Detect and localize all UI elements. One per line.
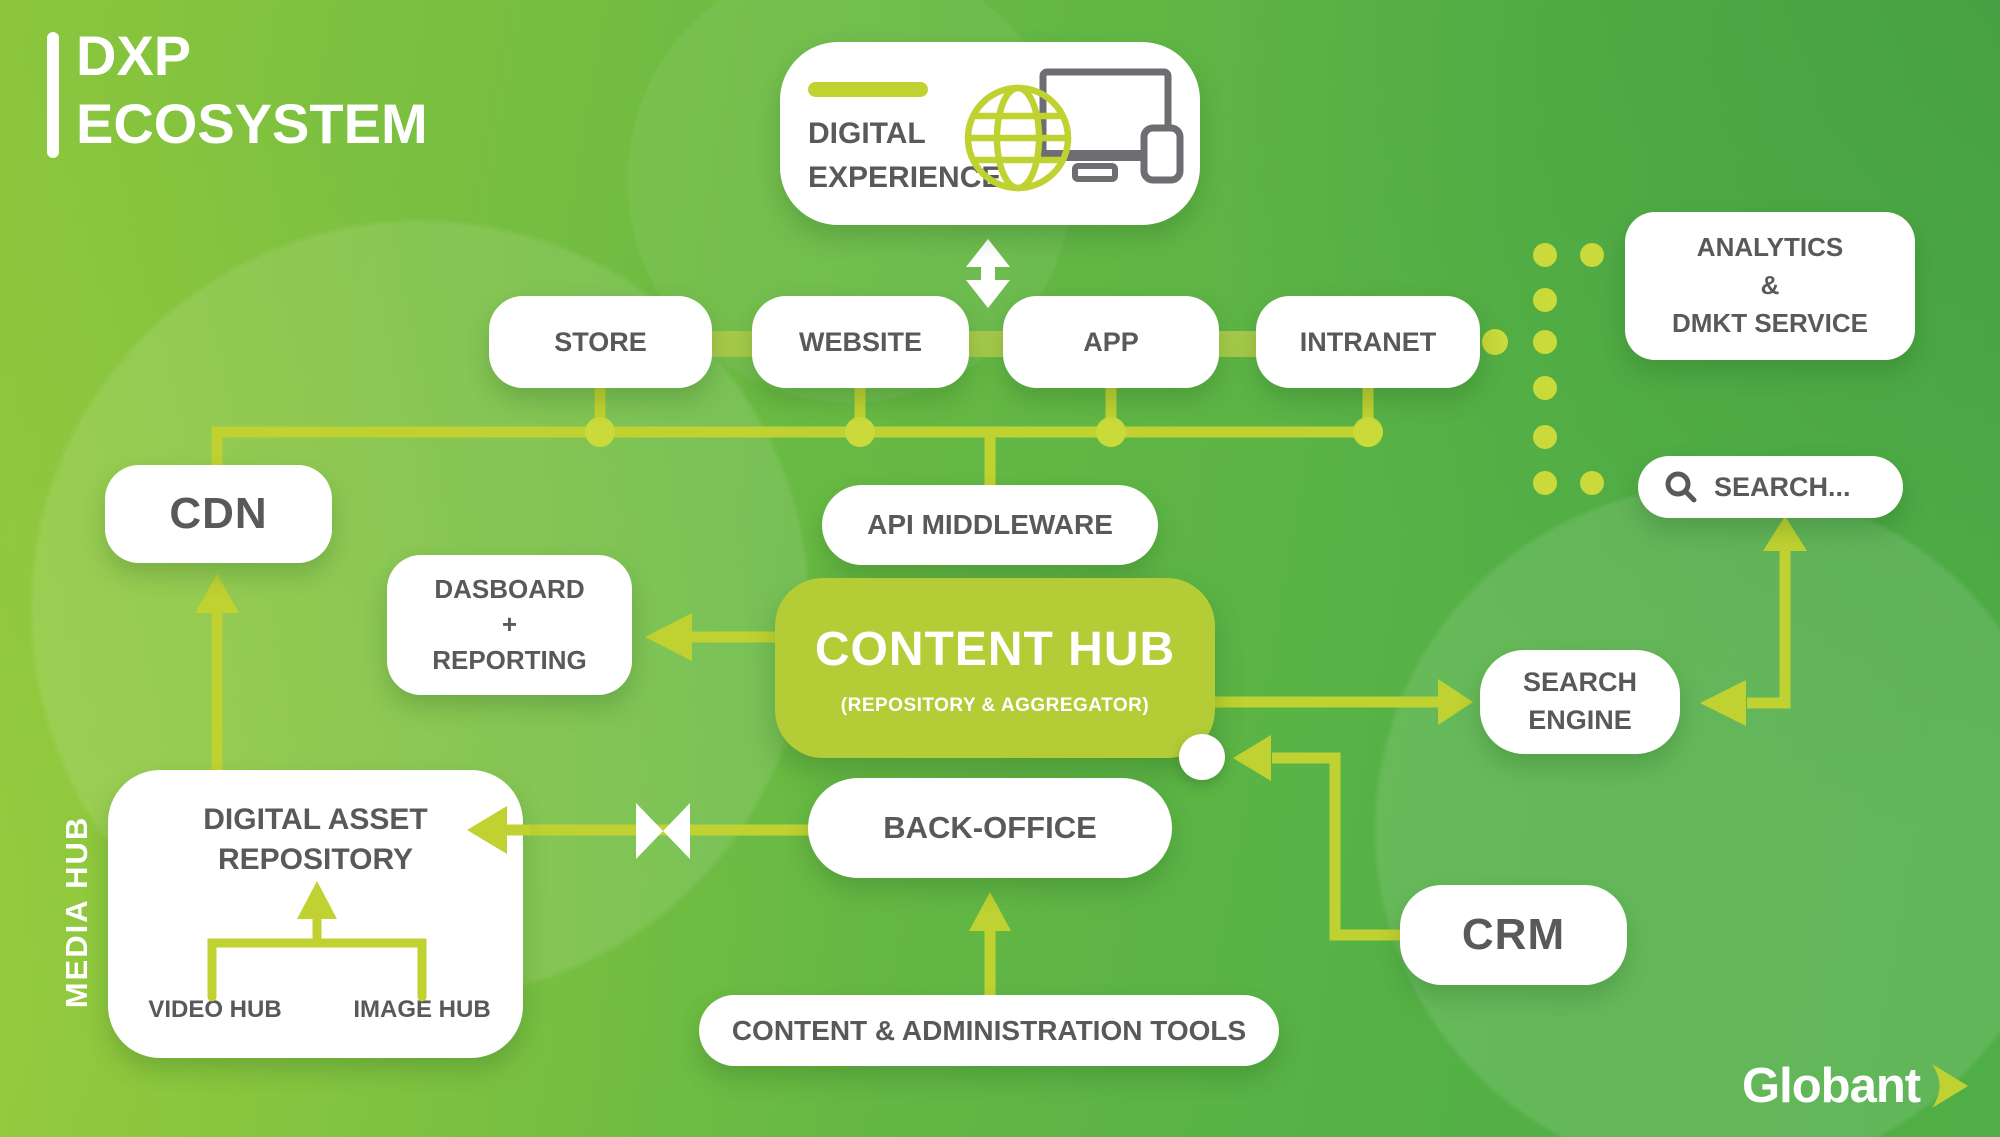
digital-experience-label: DIGITAL EXPERIENCE bbox=[808, 117, 1002, 194]
node-website: WEBSITE bbox=[752, 296, 969, 388]
page-title-line1: DXP bbox=[76, 24, 192, 87]
node-digital-asset-repository: DIGITAL ASSET REPOSITORY VIDEO HUB IMAGE… bbox=[108, 770, 523, 1058]
node-content-hub: CONTENT HUB (REPOSITORY & AGGREGATOR) bbox=[775, 578, 1215, 758]
digital-experience-accent-bar bbox=[808, 82, 928, 97]
crm-to-hub-elbow-arrow bbox=[1233, 735, 1400, 941]
white-double-arrow bbox=[966, 239, 1010, 308]
node-search-box: SEARCH... bbox=[1638, 456, 1903, 518]
globant-chevron-icon bbox=[1932, 1064, 1969, 1108]
bowtie-valve-icon bbox=[636, 803, 690, 859]
node-cdn: CDN bbox=[105, 465, 332, 563]
node-store: STORE bbox=[489, 296, 712, 388]
page-title: DXP ECOSYSTEM bbox=[76, 22, 428, 159]
bus-connector bbox=[211, 388, 1374, 485]
globant-logo-text: Globant bbox=[1742, 1059, 1921, 1113]
background-glow bbox=[1330, 440, 2000, 1137]
image-hub-label: IMAGE HUB bbox=[353, 996, 491, 1024]
node-analytics-dmkt-service: ANALYTICS & DMKT SERVICE bbox=[1625, 212, 1915, 360]
node-dashboard-reporting: DASBOARD + REPORTING bbox=[387, 555, 632, 695]
node-app: APP bbox=[1003, 296, 1219, 388]
dotted-connector bbox=[1482, 243, 1604, 495]
globant-logo: Globant bbox=[1742, 1058, 1970, 1114]
globe-devices-icon bbox=[964, 68, 1184, 192]
node-back-office: BACK-OFFICE bbox=[808, 778, 1172, 878]
media-hub-label: MEDIA HUB bbox=[59, 815, 94, 1009]
title-accent-bar bbox=[47, 32, 59, 158]
node-api-middleware: API MIDDLEWARE bbox=[822, 485, 1158, 565]
search-engine-searchbox-elbow-arrow bbox=[1700, 516, 1807, 726]
content-hub-title: CONTENT HUB bbox=[814, 622, 1176, 676]
search-icon bbox=[1665, 471, 1697, 503]
node-content-admin-tools: CONTENT & ADMINISTRATION TOOLS bbox=[699, 995, 1279, 1066]
bus-junction-dots bbox=[585, 417, 1383, 447]
dar-to-cdn-arrow bbox=[195, 574, 239, 772]
video-hub-label: VIDEO HUB bbox=[148, 996, 282, 1024]
hub-to-dashboard-arrow bbox=[645, 613, 776, 661]
search-placeholder-text: SEARCH... bbox=[1714, 471, 1851, 502]
node-intranet: INTRANET bbox=[1256, 296, 1480, 388]
content-hub-subtitle: (REPOSITORY & AGGREGATOR) bbox=[840, 694, 1150, 716]
node-digital-experience: DIGITAL EXPERIENCE bbox=[780, 42, 1200, 225]
node-search-engine: SEARCH ENGINE bbox=[1480, 650, 1680, 754]
hub-to-search-engine-arrow bbox=[1214, 679, 1473, 725]
tools-to-backoffice-arrow bbox=[969, 892, 1011, 996]
page-title-line2: ECOSYSTEM bbox=[76, 92, 428, 156]
node-crm: CRM bbox=[1400, 885, 1627, 985]
